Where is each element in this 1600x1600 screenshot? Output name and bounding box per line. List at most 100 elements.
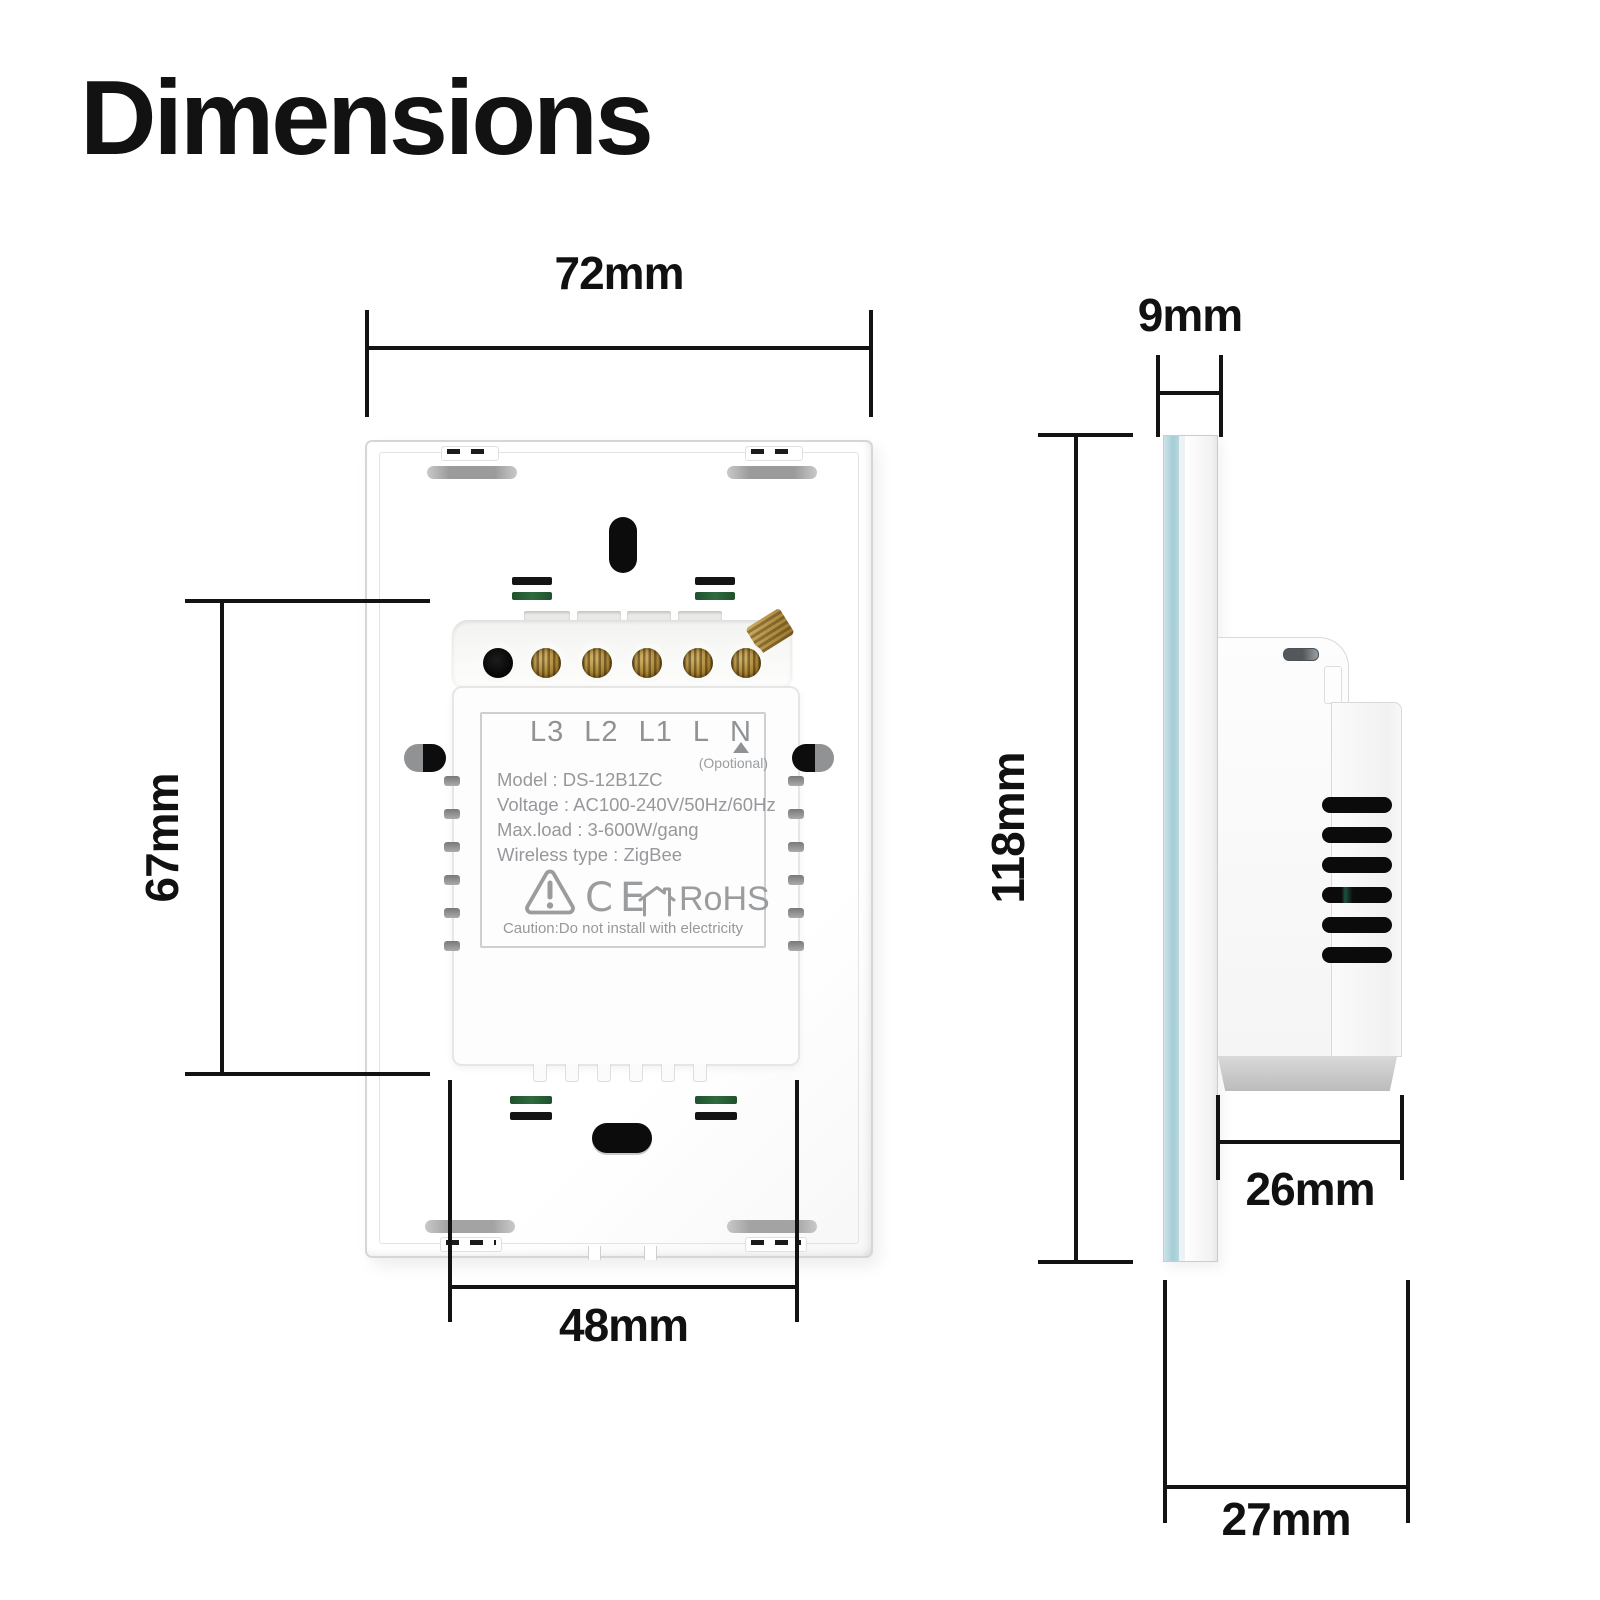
rear-module-bottom-face	[1218, 1057, 1397, 1091]
module-side-rib	[444, 842, 460, 852]
module-tooth	[533, 1064, 547, 1082]
side-view-rear-module	[1331, 702, 1402, 1057]
bottom-edge-notch	[644, 1246, 657, 1260]
module-tooth	[661, 1064, 675, 1082]
optional-note: (Opotional)	[698, 755, 768, 771]
module-side-rib	[788, 908, 804, 918]
lower-vent-black-left	[510, 1112, 552, 1120]
rear-module-vent	[1322, 887, 1392, 903]
rear-module-vent	[1322, 827, 1392, 843]
bottom-edge-notch	[588, 1246, 601, 1260]
dim-tick	[185, 599, 430, 603]
module-side-rib	[788, 875, 804, 885]
upper-vent-black-right	[695, 577, 735, 585]
dim-tick	[1038, 1260, 1133, 1264]
terminal-screw	[683, 648, 713, 678]
module-tooth	[597, 1064, 611, 1082]
page-title: Dimensions	[80, 59, 654, 177]
module-side-rib	[444, 941, 460, 951]
terminal-marking-l3: L3	[530, 716, 565, 748]
rear-module-vent	[1322, 857, 1392, 873]
bottom-vent-slot-left	[425, 1220, 515, 1233]
module-side-rib	[788, 776, 804, 786]
dim-label-front-height: 118mm	[982, 752, 1034, 904]
warning-triangle-icon	[524, 868, 576, 921]
bottom-clip-tab-left	[440, 1237, 502, 1252]
mounting-block-notch	[1324, 666, 1342, 704]
dim-tick	[869, 310, 873, 417]
terminal-markings: L3 L2 L1 L N	[530, 716, 752, 750]
bottom-vent-slot-right	[727, 1220, 817, 1233]
dim-tick	[1038, 433, 1133, 437]
terminal-marking-n: N	[730, 716, 752, 748]
dim-label-module-depth: 26mm	[1245, 1163, 1376, 1215]
spec-label-frame	[480, 712, 766, 948]
dim-label-panel-thickness: 9mm	[1137, 289, 1243, 341]
dim-line-module-depth	[1216, 1140, 1404, 1144]
dim-tick	[795, 1080, 799, 1322]
dim-line-front-width	[365, 346, 873, 350]
plate-body-edge	[1185, 436, 1217, 1261]
upper-vent-green-left	[512, 592, 552, 600]
rear-module-vent	[1322, 947, 1392, 963]
dim-tick	[185, 1072, 430, 1076]
spec-wireless: Wireless type : ZigBee	[497, 844, 683, 865]
dim-line-front-height	[1074, 435, 1078, 1262]
dim-line-panel-thickness	[1156, 391, 1223, 395]
dim-tick	[1400, 1095, 1404, 1180]
top-clip-tab-left	[441, 446, 499, 461]
lower-vent-green-right	[695, 1096, 737, 1104]
spec-voltage: Voltage : AC100-240V/50Hz/60Hz	[497, 794, 776, 815]
dim-tick	[1219, 355, 1223, 437]
caution-text: Caution:Do not install with electricity	[502, 920, 744, 937]
glass-panel-edge	[1164, 436, 1179, 1261]
house-icon	[637, 884, 677, 923]
spec-max-load: Max.load : 3-600W/gang	[497, 819, 699, 840]
dim-tick	[1216, 1095, 1220, 1180]
dim-label-front-width: 72mm	[554, 247, 685, 299]
module-tooth	[629, 1064, 643, 1082]
bottom-mounting-slot	[592, 1123, 652, 1153]
terminal-marking-l: L	[692, 716, 710, 748]
mounting-block-slot	[1283, 648, 1319, 661]
terminal-marking-l2: L2	[584, 716, 619, 748]
rohs-mark: RoHS	[679, 880, 770, 918]
dim-line-total-depth	[1163, 1485, 1410, 1489]
dim-label-mount-width: 48mm	[559, 1299, 689, 1351]
terminal-screw	[582, 648, 612, 678]
dim-tick	[1163, 1280, 1167, 1523]
lower-vent-black-right	[695, 1112, 737, 1120]
lower-vent-green-left	[510, 1096, 552, 1104]
rear-module-vent	[1322, 917, 1392, 933]
dim-label-mount-plate-height: 67mm	[136, 773, 188, 903]
dim-line-mount-width	[448, 1285, 799, 1289]
top-vent-slot-left	[427, 466, 517, 479]
dim-line-mount-plate-height	[220, 601, 224, 1074]
ce-mark: CE	[585, 875, 653, 921]
bottom-clip-tab-right	[745, 1237, 807, 1252]
module-side-rib	[788, 842, 804, 852]
terminal-screw	[632, 648, 662, 678]
top-clip-tab-right	[745, 446, 803, 461]
module-tooth	[565, 1064, 579, 1082]
dim-tick	[1156, 355, 1160, 437]
side-view-wall-plate	[1163, 435, 1218, 1262]
terminal-screw	[531, 648, 561, 678]
module-side-rib	[788, 809, 804, 819]
dim-tick	[1406, 1280, 1410, 1523]
panel-screw-hole-right	[792, 744, 834, 772]
dim-tick	[448, 1080, 452, 1322]
module-tooth	[693, 1064, 707, 1082]
module-side-rib	[788, 941, 804, 951]
module-side-rib	[444, 875, 460, 885]
dim-tick	[365, 310, 369, 417]
module-side-rib	[444, 908, 460, 918]
mounting-keyhole	[609, 517, 637, 573]
upper-vent-black-left	[512, 577, 552, 585]
glass-seam	[1179, 436, 1185, 1261]
optional-pointer-icon	[733, 742, 749, 753]
rear-module-vent	[1322, 797, 1392, 813]
terminal-marking-l1: L1	[638, 716, 673, 748]
spec-model: Model : DS-12B1ZC	[497, 769, 663, 790]
